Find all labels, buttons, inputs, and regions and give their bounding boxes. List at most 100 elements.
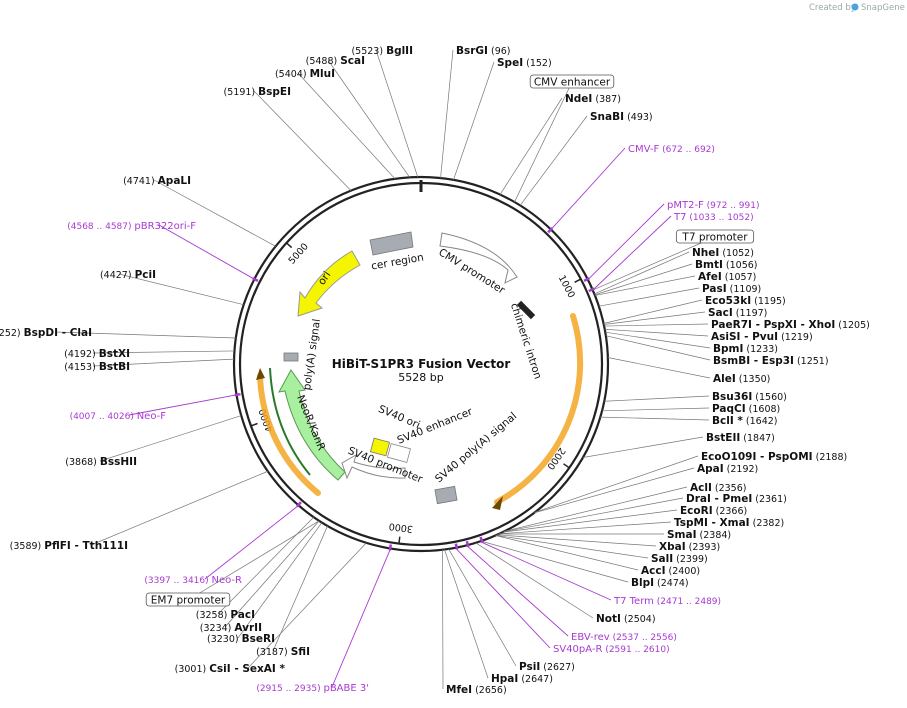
site-label: (3187) SfiI	[256, 646, 310, 658]
site-label: NheI (1052)	[692, 247, 754, 259]
boxed-feature-label: T7 promoter	[681, 232, 748, 244]
site-leader-line	[605, 335, 711, 361]
site-leader-lines	[54, 49, 711, 690]
site-leader-line	[442, 549, 444, 690]
boxed-leader-line	[187, 520, 320, 601]
site-label: (3001) CsiI - SexAI *	[175, 663, 286, 675]
site-leader-line	[118, 273, 244, 306]
restriction-sites: (5523) BglII(5488) ScaI(5404) MluI(5191)…	[0, 45, 870, 696]
site-label: Eco53kI (1195)	[705, 295, 786, 307]
boxed-feature-frame	[675, 229, 755, 244]
primer-mark	[588, 287, 595, 293]
site-label: NdeI (387)	[565, 93, 621, 105]
primer-label: (4568 .. 4587) pBR322ori-F	[67, 221, 196, 232]
site-label: (3258) PacI	[196, 609, 255, 621]
site-label: HpaI (2647)	[491, 673, 553, 685]
site-leader-line	[499, 97, 563, 195]
inner-features	[269, 231, 536, 505]
site-label: AleI (1350)	[713, 373, 770, 385]
site-label: (5191) BspEI	[224, 86, 291, 98]
site-leader-line	[217, 516, 314, 615]
boxed-feature-label: CMV enhancer	[534, 77, 611, 89]
primer-label: T7 Term (2471 .. 2489)	[613, 596, 721, 607]
primer-label: T7 (1033 .. 1052)	[673, 212, 754, 223]
neor-inner-line	[269, 367, 311, 476]
sv40-enhancer-block	[387, 443, 411, 463]
site-label: SnaBI (493)	[590, 111, 653, 123]
primer-mark	[296, 501, 302, 508]
site-leader-line	[453, 61, 495, 180]
credit-brand: SnapGene	[861, 3, 905, 13]
site-label: EcoO109I - PspOMI (2188)	[701, 451, 847, 463]
site-leader-line	[602, 407, 710, 412]
site-label: (5488) ScaI	[306, 55, 365, 67]
primer-leader-line	[331, 550, 391, 688]
site-leader-line	[153, 179, 276, 247]
tick-mark	[563, 463, 570, 469]
site-label: (4741) ApaLI	[123, 175, 191, 187]
site-leader-line	[480, 540, 629, 583]
site-leader-line	[99, 415, 242, 462]
site-label: EcoRI (2366)	[680, 505, 747, 517]
site-label: NotI (2504)	[596, 613, 656, 625]
orf-arc-neo-arrowhead	[256, 368, 265, 380]
plasmid-size: 5528 bp	[398, 371, 443, 384]
tick-mark	[250, 422, 258, 427]
sv40-promoter-arrow	[341, 453, 406, 480]
plasmid-title: HiBiT-S1PR3 Fusion Vector	[332, 357, 511, 371]
site-label: (3589) PflFI - Tth111I	[10, 540, 128, 552]
site-leader-line	[534, 455, 699, 513]
site-label: (4252) BspDI - ClaI	[0, 327, 92, 339]
feature-label: CMV promoter	[436, 246, 507, 297]
site-leader-line	[604, 328, 709, 337]
site-label: PasI (1109)	[702, 283, 761, 295]
sv40-ori-block	[369, 437, 391, 457]
site-leader-line	[247, 542, 367, 669]
tick-label: 1000	[556, 274, 577, 301]
site-leader-line	[603, 299, 703, 324]
site-leader-line	[253, 90, 352, 191]
site-leader-line	[607, 357, 711, 379]
orf-arc-neo	[257, 373, 321, 496]
boxed-feature-label: EM7 promoter	[151, 595, 226, 607]
site-leader-line	[594, 275, 696, 296]
site-leader-line	[444, 549, 489, 679]
site-label: BsmBI - Esp3I (1251)	[713, 355, 829, 367]
primer-leader-line	[128, 394, 235, 416]
site-label: MfeI (2656)	[446, 684, 507, 696]
site-leader-line	[594, 263, 693, 296]
site-leader-line	[598, 287, 700, 307]
orf-arc-arrowhead	[492, 496, 503, 510]
primer-leader-line	[551, 147, 626, 229]
site-leader-line	[503, 497, 684, 533]
site-label: (3868) BssHII	[65, 456, 137, 468]
primer-leader-line	[594, 215, 672, 289]
site-leader-line	[440, 49, 454, 179]
site-leader-line	[495, 535, 639, 571]
sv40-polya-block	[434, 485, 458, 505]
site-label: BlpI (2474)	[631, 577, 689, 589]
site-leader-line	[375, 49, 419, 178]
site-label: BclI * (1642)	[712, 415, 778, 427]
site-label: SpeI (152)	[497, 57, 552, 69]
site-label: Bsu36I (1560)	[712, 391, 787, 403]
site-leader-line	[604, 395, 710, 402]
site-leader-line	[224, 520, 320, 628]
site-label: BsrGI (96)	[456, 45, 511, 57]
neor-kanr-arrow	[278, 369, 346, 481]
site-leader-line	[272, 525, 328, 652]
site-leader-line	[92, 358, 235, 367]
primer-label: (2915 .. 2935) pBABE 3'	[256, 683, 369, 694]
site-leader-line	[519, 115, 588, 206]
snapgene-logo-icon	[851, 3, 859, 11]
site-leader-line	[502, 509, 678, 533]
primer-label: (4007 .. 4026) Neo-F	[70, 411, 167, 422]
site-leader-line	[582, 436, 704, 458]
site-label: BstEII (1847)	[706, 432, 775, 444]
site-label: PaeR7I - PspXI - XhoI (1205)	[711, 319, 870, 331]
site-leader-line	[594, 251, 690, 295]
site-leader-line	[90, 470, 268, 546]
tick-label: 3000	[388, 520, 413, 534]
boxed-leader-line	[592, 236, 716, 291]
polya-signal-block	[283, 352, 299, 362]
